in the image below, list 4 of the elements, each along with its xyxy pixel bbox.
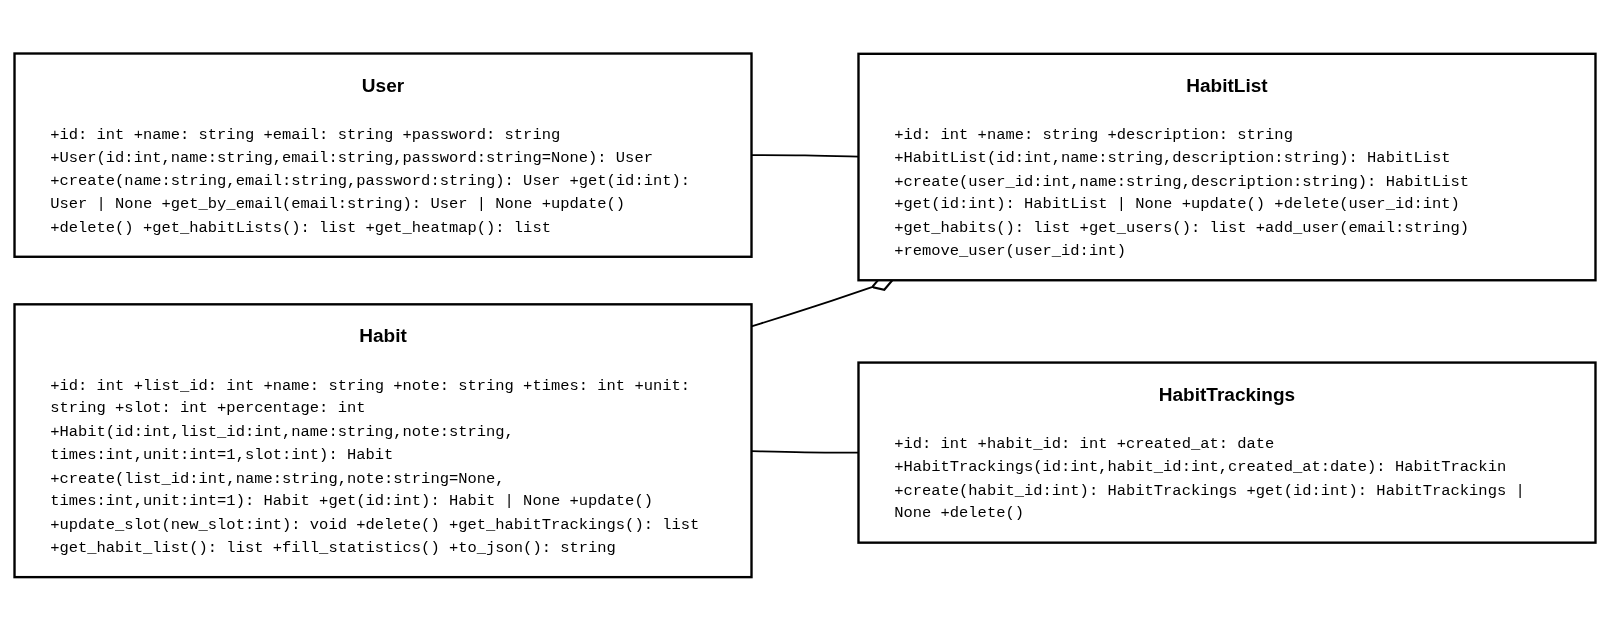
node-box: User +id: int +name: string +email: string +password: string +User(id:int,name:string,email:string,password:string=None): User +create(name:string,email:string,password:string): User +get(id:int): User | None +get_by_email(email:string): User | None +update() +delete() +get_habitLists(): list +get_heatmap(): list [13, 52, 753, 259]
node-box: HabitList +id: int +name: string +description: string +HabitList(id:int,name:string,description:string): HabitList +create(user_id:int,name:string,description:string): HabitList +get(id:int): HabitList | None +update() +delete(user_id:int) +get_habits(): list +get_users(): list +add_user(email:string) +remove_user(user_id:int) [857, 52, 1597, 282]
node-box: Habit +id: int +list_id: int +name: string +note: string +times: int +unit: string +slot: int +percentage: int +Habit(id:int,list_id:int,name:string,note:string, times:int,unit:int=1,slot:int): Habit +create(list_id:int,name:string,note:string=None, times:int,unit:int=1): Habit +get(id:int): Habit | None +update() +update_slot(new_slot:int): void +delete() +get_habitTrackings(): list +get_habit_list(): list +fill_statistics() +to_json(): string [13, 303, 753, 579]
node-box: HabitTrackings +id: int +habit_id: int +created_at: date +HabitTrackings(id:int,habit_id:int,created_at:date): HabitTrackin +create(habit_id:int): HabitTrackings +get(id:int): HabitTrackings | None +delete() [857, 361, 1597, 545]
